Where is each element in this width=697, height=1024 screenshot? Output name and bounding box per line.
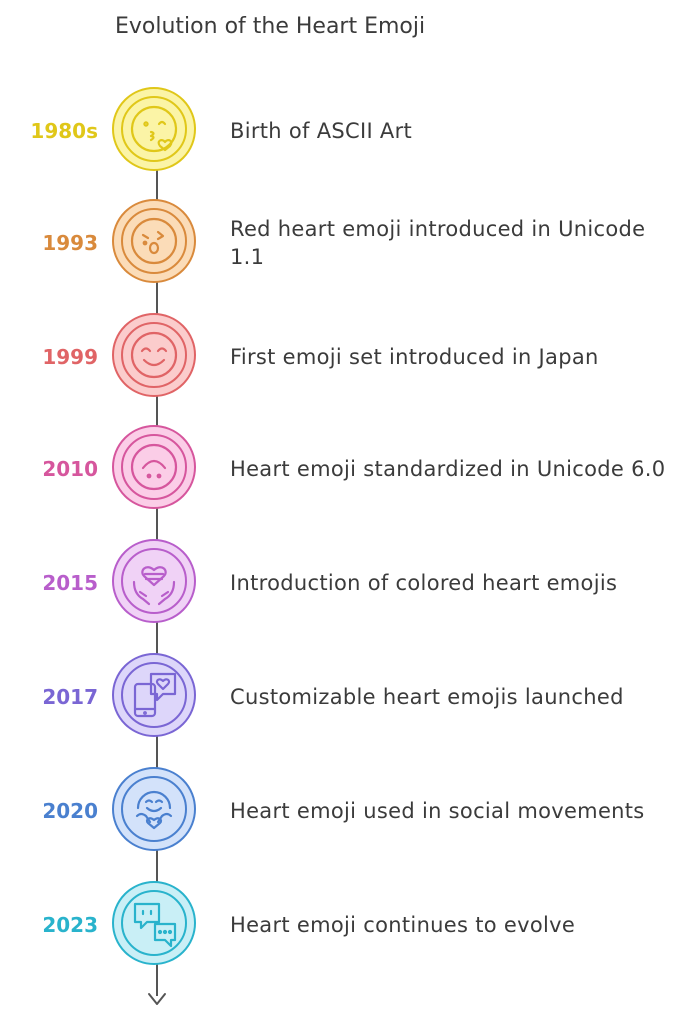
timeline-event: 2010 Heart emoji standardized in Unicode… (0, 424, 697, 514)
event-year: 1993 (42, 231, 98, 255)
timeline-event: 2015 Introduction of colored heart emoji… (0, 538, 697, 628)
event-icon-circle (112, 199, 196, 283)
event-year: 2017 (42, 685, 98, 709)
timeline-event: 2020 Heart emoji used in social movement… (0, 766, 697, 856)
event-description: Heart emoji continues to evolve (230, 913, 576, 937)
event-year: 2023 (42, 913, 98, 937)
event-description: Heart emoji used in social movements (230, 799, 645, 823)
chat-bubbles-icon (133, 902, 177, 948)
event-year: 1980s (30, 119, 98, 143)
event-icon-circle (112, 653, 196, 737)
neutral-face-icon (130, 443, 178, 491)
diagram-title: Evolution of the Heart Emoji (115, 14, 426, 39)
event-description: Introduction of colored heart emojis (230, 571, 618, 595)
event-description: Birth of ASCII Art (230, 119, 413, 143)
event-description: Customizable heart emojis launched (230, 685, 624, 709)
hands-holding-heart-icon (132, 566, 176, 606)
event-year: 2015 (42, 571, 98, 595)
timeline-event: 2017 Customizable heart emojis launched (0, 652, 697, 742)
event-icon-circle (112, 539, 196, 623)
event-description: Red heart emoji introduced in Unicode 1.… (230, 217, 646, 269)
event-icon-circle (112, 87, 196, 171)
event-icon-circle (112, 767, 196, 851)
event-icon-circle (112, 881, 196, 965)
kissing-face-icon (130, 105, 178, 153)
event-icon-circle (112, 313, 196, 397)
timeline-event: 1993 Red heart emoji introduced in Unico… (0, 198, 697, 288)
smiling-face-icon (130, 331, 178, 379)
timeline-event: 1999 First emoji set introduced in Japan (0, 312, 697, 402)
phone-heart-message-icon (133, 672, 177, 718)
event-year: 2020 (42, 799, 98, 823)
timeline-event: 2023 Heart emoji continues to evolve (0, 880, 697, 970)
hugging-face-icon (135, 790, 173, 830)
timeline-event: 1980s Birth of ASCII Art (0, 86, 697, 176)
timeline-arrow-icon (148, 993, 166, 1005)
event-description: First emoji set introduced in Japan (230, 345, 599, 369)
event-year: 1999 (42, 345, 98, 369)
winking-face-icon (130, 217, 178, 265)
event-icon-circle (112, 425, 196, 509)
event-year: 2010 (42, 457, 98, 481)
event-description: Heart emoji standardized in Unicode 6.0 (230, 457, 666, 481)
